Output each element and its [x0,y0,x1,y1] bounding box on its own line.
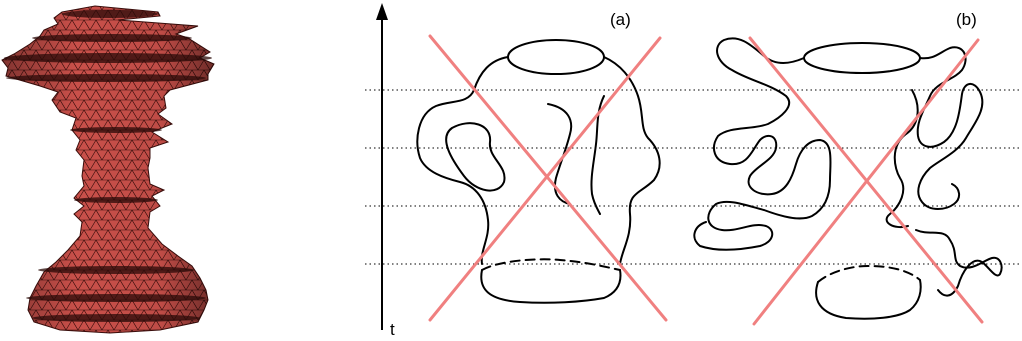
panel-b-left-outline [693,37,832,251]
panel-b-surface [693,37,1003,320]
panel-a-cross-stroke-1 [428,34,668,322]
panel-b-bottom-front [815,279,922,320]
panel-a-hole-loop [445,122,506,192]
panel-a-inner-curve [547,103,573,205]
panel-b-cross-mark [748,36,984,326]
vase-shading [2,6,214,333]
panel-a-top-ellipse [507,39,605,75]
panel-a-cross-mark [428,34,668,322]
panel-b-cross-stroke-2 [752,38,980,326]
panel-b: (b) [693,10,1003,326]
panel-b-right-outline [915,46,1003,297]
arrow-up-icon [376,3,388,20]
panel-a-cross-stroke-2 [428,36,662,322]
panel-b-top-ellipse [803,42,921,74]
panel-b-twist-curve [885,89,919,228]
vase-mesh-render [1,5,215,334]
panel-a-bottom-back-dashed [481,258,621,271]
time-axis: t [376,3,395,339]
panel-b-bottom-back-dashed [817,265,921,283]
vase-ridges [4,10,212,322]
panel-a-surface [416,39,661,304]
panel-b-label: (b) [956,10,977,29]
panel-a-right-outline [603,56,661,265]
panel-a-bottom-front [480,269,622,304]
panel-a-label: (a) [610,10,631,29]
time-axis-label: t [390,320,395,339]
schematic-diagram: t (a) (b) [365,3,1022,339]
panel-a: (a) [416,10,668,322]
panel-a-branch-curve [590,95,605,215]
panel-a-left-outline [416,56,509,265]
